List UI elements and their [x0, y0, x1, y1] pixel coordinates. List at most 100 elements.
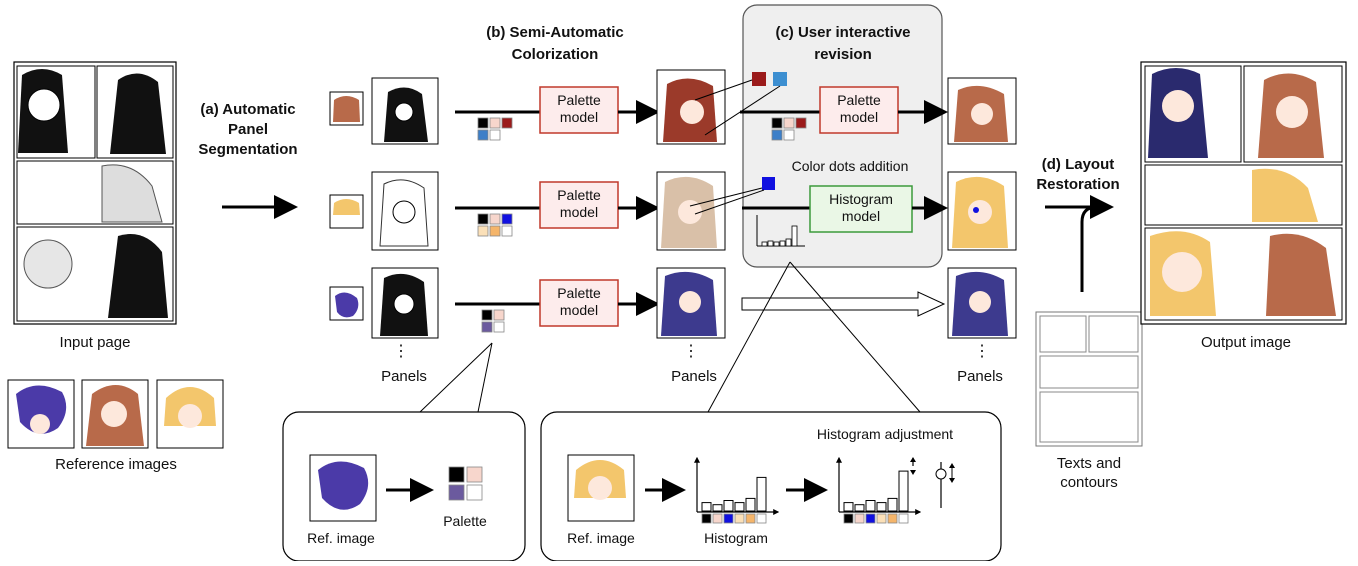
revision-palette-swatch [783, 117, 795, 129]
detail-ref-image-blonde [567, 454, 635, 522]
color-dot-red [752, 72, 766, 86]
detail-palette-swatch [448, 484, 465, 501]
adjusted-histogram-bar [865, 500, 876, 512]
adjusted-histogram-swatch [843, 513, 854, 524]
row1-palette-swatch [477, 117, 489, 129]
row3-palette-model-box [539, 279, 619, 327]
input-page [13, 61, 177, 325]
adjusted-histogram-swatch [876, 513, 887, 524]
row1-colorized [656, 69, 726, 145]
reference-image-purple [7, 379, 75, 449]
revision-palette-swatch [795, 117, 807, 129]
row3-hollow-arrow [741, 291, 946, 317]
adjusted-histogram-bar [898, 470, 909, 512]
row1-panel [371, 77, 439, 145]
histogram-bar [734, 502, 745, 512]
row3-palette-swatch [493, 321, 505, 333]
revision-palette-swatch [771, 129, 783, 141]
row1-palette-swatch [489, 129, 501, 141]
row2-palette-swatch [489, 225, 501, 237]
row3-revised [947, 267, 1017, 339]
histogram-axes [694, 456, 780, 515]
texts-contours-page [1035, 311, 1143, 447]
adjusted-histogram-axes [836, 456, 922, 515]
panels-label-c: Panels [671, 368, 717, 385]
panels-label-d: Panels [957, 368, 1003, 385]
histogram-adjust-handle[interactable] [910, 457, 916, 475]
revision-palette-swatch [771, 117, 783, 129]
row2-palette-swatch [501, 213, 513, 225]
detail-palette-swatch [466, 484, 483, 501]
ref-image-label-histogram: Ref. image [567, 530, 635, 546]
row2-palette-model-box [539, 181, 619, 229]
ref-image-label-palette: Ref. image [307, 530, 375, 546]
adjusted-histogram-bar [854, 504, 865, 512]
row3-panel [371, 267, 439, 339]
stage-b-label: (b) Semi-Automatic Colorization [486, 24, 624, 63]
row3-reference [329, 286, 364, 321]
histogram-swatch [745, 513, 756, 524]
row3-palette-swatch [481, 309, 493, 321]
histogram-bar [701, 502, 712, 512]
mini-histogram [756, 215, 805, 247]
ellipsis-d: ⋮ [974, 343, 990, 360]
ellipsis-c: ⋮ [683, 343, 699, 360]
histogram-swatch [723, 513, 734, 524]
panels-label-b: Panels [381, 368, 427, 385]
adjusted-histogram-swatch [887, 513, 898, 524]
adjusted-histogram-bar [876, 502, 887, 512]
histogram-swatch [734, 513, 745, 524]
output-image-label: Output image [1200, 334, 1292, 351]
histogram-bar [756, 476, 767, 512]
histogram-swatch [756, 513, 767, 524]
stage-a-label: (a) Automatic Panel Segmentation [198, 101, 298, 158]
adjusted-histogram-swatch [865, 513, 876, 524]
row2-colorized [656, 171, 726, 251]
detail-palette-swatch [448, 466, 465, 483]
detail-palette-swatch [466, 466, 483, 483]
reference-images-label: Reference images [55, 456, 177, 473]
adjusted-histogram-swatch [854, 513, 865, 524]
revision-palette-model-box [819, 86, 899, 134]
reference-image-brown [81, 379, 149, 449]
row2-palette-swatch [477, 225, 489, 237]
detail-ref-image-purple [309, 454, 377, 522]
adjusted-histogram-bar [887, 497, 898, 512]
slider-icon[interactable] [935, 462, 955, 508]
row2-palette-swatch [489, 213, 501, 225]
color-dot-blue [773, 72, 787, 86]
row2-palette-swatch [501, 225, 513, 237]
row1-reference [329, 91, 364, 126]
adjusted-histogram-bar [843, 502, 854, 512]
stage-d-label: (d) Layout Restoration [1036, 156, 1120, 193]
histogram-label: Histogram [704, 530, 768, 546]
histogram-swatch [701, 513, 712, 524]
row2-reference [329, 194, 364, 229]
revision-palette-swatch [783, 129, 795, 141]
stage-c-label: (c) User interactive revision [775, 24, 911, 63]
row3-colorized [656, 267, 726, 339]
row1-palette-swatch [477, 129, 489, 141]
histogram-model-box [809, 185, 913, 233]
ellipsis-b: ⋮ [393, 343, 409, 360]
row3-palette-swatch [481, 321, 493, 333]
histogram-bar [723, 500, 734, 512]
row2-palette-swatch [477, 213, 489, 225]
input-page-label: Input page [59, 334, 131, 351]
histogram-bar [745, 497, 756, 512]
row2-panel [371, 171, 439, 251]
histogram-swatch [712, 513, 723, 524]
row1-palette-swatch [489, 117, 501, 129]
row1-palette-model-box [539, 86, 619, 134]
histogram-adjustment-label: Histogram adjustment [816, 426, 954, 442]
color-dot-pure-blue [762, 177, 775, 190]
row3-palette-swatch [493, 309, 505, 321]
texts-contours-label: Texts and contours [1056, 455, 1122, 491]
